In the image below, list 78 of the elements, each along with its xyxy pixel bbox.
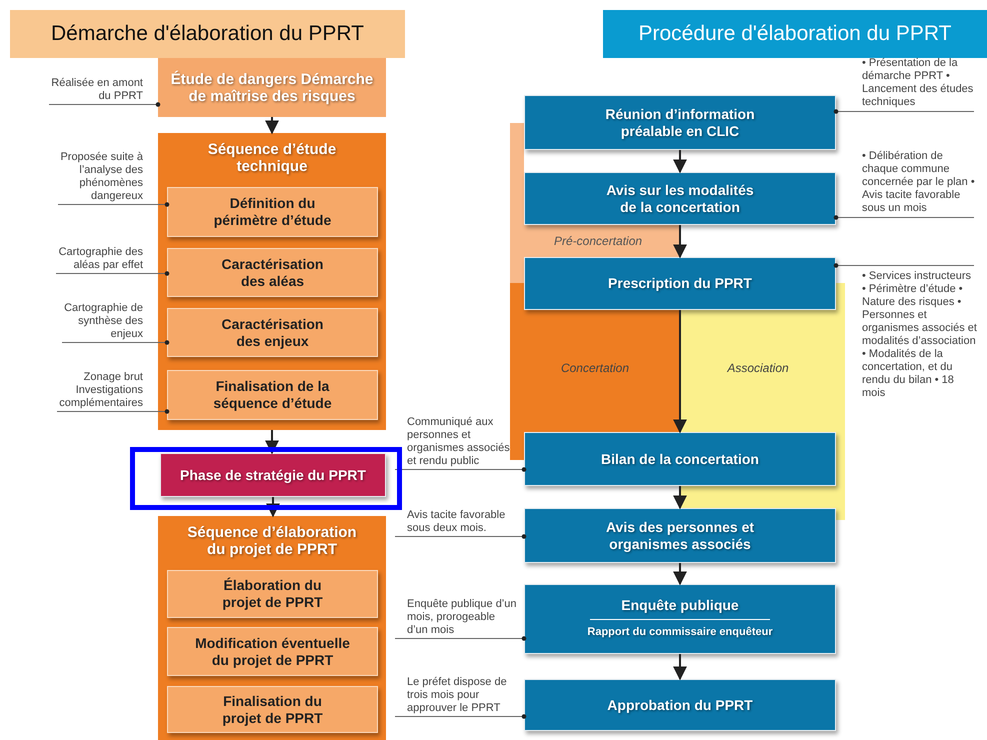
leader-line [834,263,974,268]
leader-line [394,636,526,641]
step-box [524,95,836,150]
leader-line [834,109,974,114]
box-label: Prescription du PPRT [607,275,753,292]
band-label: Pré-concertation [553,232,644,250]
leader-line [48,102,160,107]
leader-line [62,340,170,345]
note-text: • Services instructeurs • Périmètre d’étude • Nature des risques • Personnes et organismes associés et modalités d’association • Modalités de la concertation, et du rendu du bilan • 18 mois [850,265,977,435]
box-label: Réunion d’information préalable en CLIC [604,106,756,140]
step-box [158,58,386,117]
note-text: • Délibération de chaque commune concernée par le plan • Avis tacite favorable sous un mois [850,149,977,218]
panel-title: Procédure d'élaboration du PPRT [603,10,987,58]
box-label: Approbation du PPRT [606,696,754,714]
note-text: Réalisée en amont du PPRT [49,56,143,105]
step-box [524,679,836,731]
arrow [673,563,687,586]
sequence-panel [158,133,386,430]
note-text: Zonage brut Investigations complémentaires [57,364,143,412]
box-label: Caractérisation des aléas [220,256,324,290]
leader-line [394,714,526,719]
step-box [524,172,836,225]
box-label: Définition du périmètre d’étude [212,195,332,229]
leader-line [56,271,170,276]
step-box [167,248,378,297]
note-text: Cartographie de synthèse des enjeux [62,295,143,343]
sequence-panel [158,516,386,740]
box-label: Finalisation du projet de PPRT [221,692,324,726]
step-box [524,508,836,563]
arrow [673,150,687,174]
panel-title: Démarche d'élaboration du PPRT [10,10,405,58]
note-text: Le préfet dispose de trois mois pour approuver le PPRT [395,668,517,717]
note-text: • Présentation de la démarche PPRT • Lancement des études techniques [850,60,977,112]
step-box [524,584,836,654]
leader-line [394,534,526,539]
step-box [167,570,378,618]
step-box [524,432,836,486]
step-box [524,257,836,310]
note-text: Cartographie des aléas par effet [56,226,143,274]
box-label: Avis sur les modalités de la concertation [605,182,755,216]
step-box [167,627,378,676]
leader-line [394,467,526,472]
box-label: Enquête publique [620,597,740,614]
step-box [167,686,378,733]
box-label: Bilan de la concertation [600,450,760,468]
arrow [673,225,687,258]
panel-heading: Séquence d’élaboration du projet de PPRT [186,524,358,558]
box-label: Étude de dangers Démarche de maîtrise des risques [170,70,374,104]
band-label: Association [726,360,790,377]
arrow [265,117,279,134]
leader-line [834,215,974,220]
phase-band [510,310,680,432]
box-label: Phase de stratégie du PPRT [179,466,367,484]
box-label: Finalisation de la séquence d’étude [212,378,333,412]
arrow [265,430,279,454]
step-box [167,370,378,420]
box-label: Caractérisation des enjeux [220,316,324,350]
phase-band [680,310,836,432]
arrow [266,497,280,518]
box-label: Élaboration du projet de PPRT [221,577,324,611]
note-text: Enquête publique d’un mois, prorogeable d’un mois [395,576,517,639]
band-label: Concertation [560,360,630,377]
note-text: Avis tacite favorable sous deux mois. [395,488,517,537]
leader-line [56,409,170,414]
phase-box [160,453,386,497]
note-text: Communiqué aux personnes et organismes associés et rendu public [395,390,517,470]
box-label: Avis des personnes et organismes associés [604,518,756,552]
arrow [673,310,687,434]
phase-band [510,225,680,257]
note-text: Proposée suite à l’analyse des phénomènes dangereux [58,143,143,205]
leader-line [58,202,170,207]
box-label: Modification éventuelle du projet de PPRT [194,634,351,668]
arrow [673,486,687,510]
box-subtitle: Rapport du commissaire enquêteur [586,625,774,640]
step-box [167,187,378,237]
panel-heading: Séquence d’étude technique [206,141,338,175]
arrow [673,654,687,680]
step-box [167,308,378,357]
